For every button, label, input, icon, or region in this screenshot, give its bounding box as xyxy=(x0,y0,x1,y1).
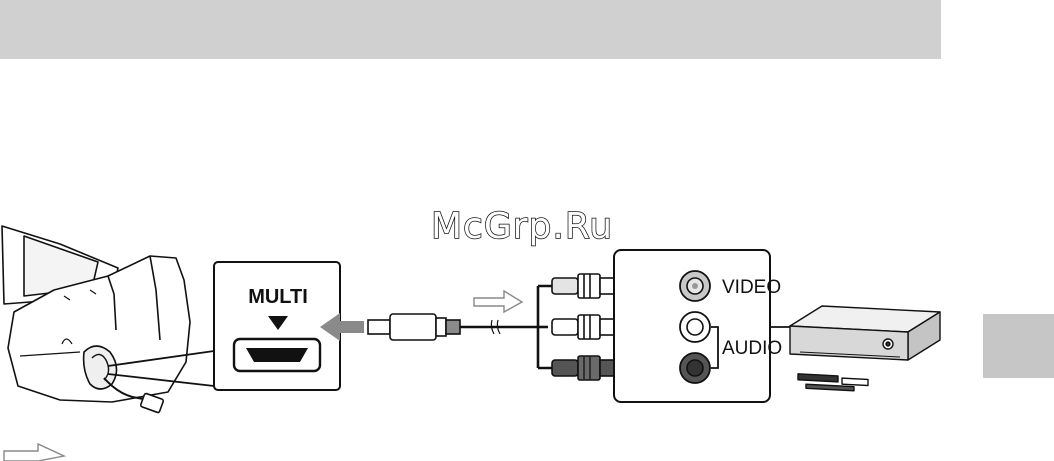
multi-port-icon xyxy=(234,339,320,371)
camcorder-icon xyxy=(2,226,190,413)
av-jack-panel: VIDEO AUDIO xyxy=(614,250,782,402)
vcr-icon xyxy=(790,306,940,391)
multi-port-label: MULTI xyxy=(248,286,308,308)
watermark-text: McGrp.Ru xyxy=(431,206,613,247)
signal-flow-arrow-icon xyxy=(474,291,522,312)
video-jack-label: VIDEO xyxy=(722,277,781,298)
av-cable-icon xyxy=(368,274,634,380)
audio-jack-label: AUDIO xyxy=(722,338,782,359)
multi-port-box: MULTI xyxy=(214,262,340,390)
audio-jack-white-icon xyxy=(680,312,710,342)
video-jack-icon xyxy=(680,271,710,301)
legend-signal-arrow-icon xyxy=(4,444,64,461)
audio-jack-dark-icon xyxy=(680,353,710,383)
